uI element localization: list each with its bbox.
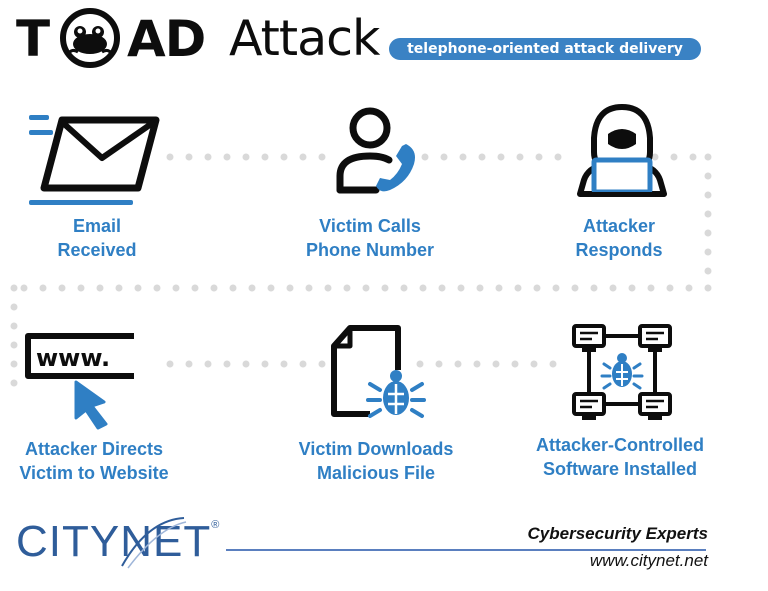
malicious-file-icon [331,325,426,418]
brand-name: CITYNET [16,517,212,566]
step-responds-line2: Responds [575,240,663,260]
step-directs-line1: Attacker Directs [24,439,164,459]
title-attack: Attack [229,10,380,67]
step-email-line2: Received [57,240,137,260]
caller-icon [336,107,415,194]
step-installed-label: Attacker-Controlled Software Installed [514,433,726,481]
step-downloads-line1: Victim Downloads [298,439,454,459]
step-installed-line1: Attacker-Controlled [535,435,705,455]
frog-logo-icon [60,8,120,68]
title-letters-ad: AD [127,10,206,68]
step-downloads-label: Victim Downloads Malicious File [272,437,480,485]
website-cursor-icon: www. [25,333,134,430]
step-directs-label: Attacker Directs Victim to Website [0,437,188,485]
step-calls-line1: Victim Calls [319,216,421,236]
citynet-logo: CITYNET® [16,520,220,564]
step-directs-line2: Victim to Website [19,463,169,483]
step-calls-label: Victim Calls Phone Number [268,214,472,262]
step-responds-line1: Attacker [582,216,656,236]
network-bug-icon [572,324,672,420]
step-installed-line2: Software Installed [542,459,698,479]
step-email-label: Email Received [0,214,194,262]
step-email-line1: Email [72,216,122,236]
envelope-icon [29,115,160,205]
subtitle-badge: telephone-oriented attack delivery [389,38,701,60]
brand-swoosh-icon [121,517,187,569]
footer-tagline: Cybersecurity Experts [527,524,708,543]
step-responds-label: Attacker Responds [526,214,712,262]
title-letter-t: T [16,10,50,68]
step-calls-line2: Phone Number [305,240,434,260]
hacker-icon [577,103,667,197]
footer-website-link[interactable]: www.citynet.net [589,551,708,570]
url-text: www. [36,344,110,372]
registered-mark: ® [211,519,221,531]
step-downloads-line2: Malicious File [316,463,436,483]
footer-divider [226,549,706,551]
